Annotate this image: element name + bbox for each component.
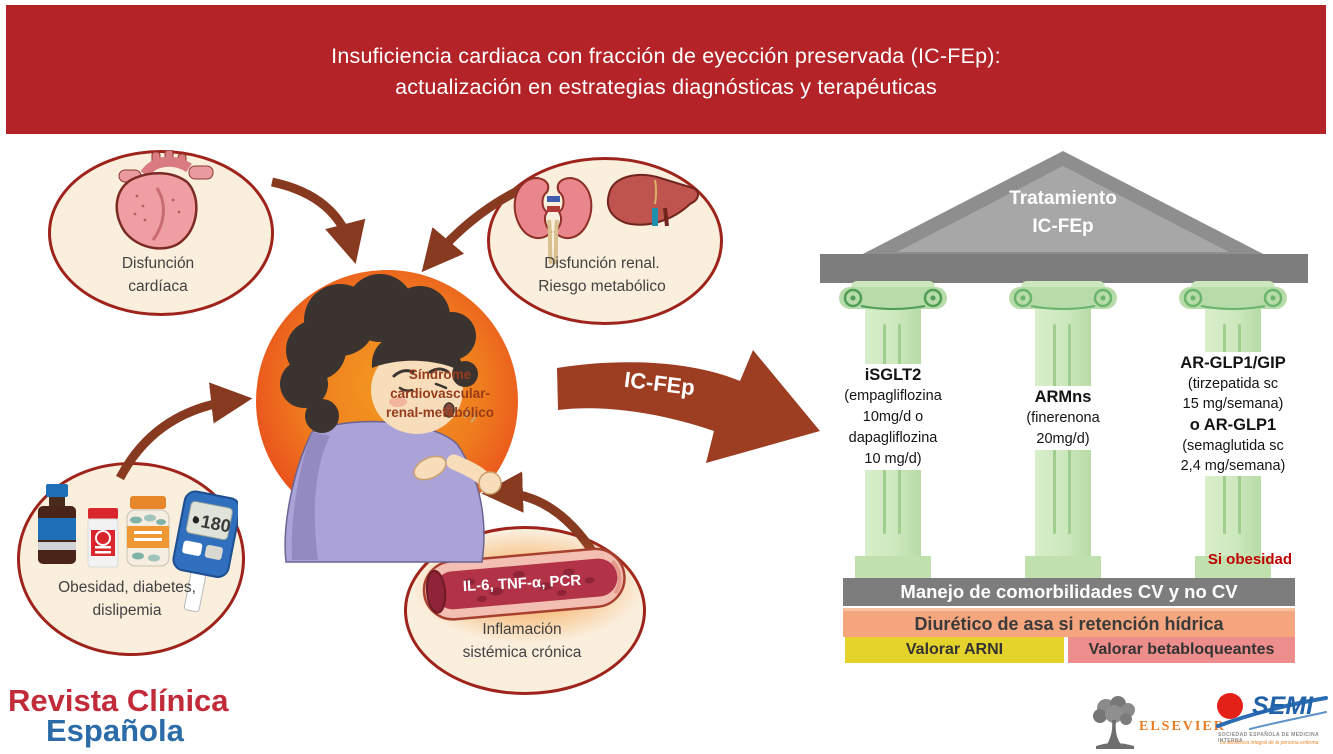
inflammation-label-line1: Inflamación	[482, 621, 562, 638]
column-plinth	[1195, 556, 1271, 578]
pillar-armns-line1: (finerenona	[1026, 410, 1100, 426]
column-capital-icon	[1179, 281, 1287, 310]
icfep-arrow-label: IC-FEp	[622, 366, 697, 401]
pillar-armns: ARMns (finerenona 20mg/d)	[994, 386, 1132, 450]
renal-label: Disfunción renal. Riesgo metabólico	[507, 252, 697, 298]
pillar-arglp1: AR-GLP1/GIP (tirzepatida sc 15 mg/semana…	[1156, 352, 1310, 476]
pillar-isglt2-line2: 10mg/d o	[862, 409, 924, 425]
inflammation-label: Inflamación sistémica crónica	[424, 618, 620, 664]
pillar-arglp1-name2: o AR-GLP1	[1189, 416, 1277, 434]
pillar-armns-line2: 20mg/d)	[1036, 431, 1090, 447]
pediment-title-line1: Tratamiento	[1009, 188, 1117, 209]
glucometer-icon: 180	[172, 490, 238, 613]
semi-logo-text: SEMI	[1252, 692, 1314, 720]
journal-logo-line1: Revista Clínica	[8, 683, 229, 718]
patient-illustration	[280, 274, 502, 563]
architrave-beam	[820, 254, 1308, 283]
bar-diuretic: Diurético de asa si retención hídrica	[843, 608, 1295, 637]
pillar-arglp1-line1: (tirzepatida sc	[1187, 376, 1279, 392]
pillar-isglt2-name: iSGLT2	[864, 366, 922, 384]
syndrome-label-line2: cardiovascular-	[390, 386, 490, 401]
pill-canister	[87, 508, 119, 568]
page-title: Insuficiencia cardiaca con fracción de e…	[6, 41, 1326, 103]
column-plinth	[1025, 556, 1101, 578]
title-line-2: actualización en estrategias diagnóstica…	[395, 75, 937, 99]
elsevier-tree-icon	[1093, 696, 1135, 749]
journal-logo-line2: Española	[46, 713, 184, 748]
metabolic-label: Obesidad, diabetes, dislipemia	[27, 576, 227, 622]
pillar-armns-name: ARMns	[1034, 388, 1092, 406]
metabolic-label-line1: Obesidad, diabetes,	[58, 579, 196, 596]
pediment-title-line2: IC-FEp	[1032, 216, 1094, 237]
syndrome-label: Síndrome cardiovascular- renal-metabólic…	[378, 365, 502, 422]
pillar-arglp1-line4: 2,4 mg/semana)	[1180, 458, 1286, 474]
semi-logo-icon	[1216, 693, 1328, 730]
title-line-1: Insuficiencia cardiaca con fracción de e…	[331, 44, 1001, 68]
cardiac-label: Disfunción cardíaca	[68, 252, 248, 298]
renal-label-line1: Disfunción renal.	[544, 255, 660, 272]
bar-betablockers: Valorar betabloqueantes	[1068, 637, 1295, 663]
pillar-isglt2-line4: 10 mg/d)	[864, 451, 922, 467]
obesity-note: Si obesidad	[1207, 551, 1292, 568]
arrow-cardiac-to-center	[271, 177, 366, 265]
inflammation-label-line2: sistémica crónica	[462, 644, 582, 661]
syndrome-label-line3: renal-metabólico	[385, 405, 495, 420]
cardiac-label-line2: cardíaca	[128, 278, 188, 295]
column-capital-icon	[1009, 281, 1117, 310]
pillar-isglt2-line3: dapagliflozina	[848, 430, 938, 446]
pillar-arglp1-name: AR-GLP1/GIP	[1180, 354, 1286, 372]
journal-logo: Revista Clínica Española	[8, 683, 229, 748]
pillar-isglt2-line1: (empagliflozina	[844, 388, 942, 404]
pillar-arglp1-line2: 15 mg/semana)	[1182, 396, 1284, 412]
syndrome-label-line1: Síndrome	[408, 367, 472, 382]
heart-icon	[115, 150, 214, 250]
cardiac-label-line1: Disfunción	[121, 255, 195, 272]
pillar-isglt2: iSGLT2 (empagliflozina 10mg/d o dapaglif…	[824, 364, 962, 470]
pediment	[855, 151, 1271, 258]
column-plinth	[855, 556, 931, 578]
medications-icon: 180	[38, 484, 238, 613]
bar-comorbidities: Manejo de comorbilidades CV y no CV	[843, 578, 1295, 606]
icfep-main-arrow	[557, 350, 820, 463]
metabolic-label-line2: dislipemia	[92, 602, 162, 619]
pillar-arglp1-line3: (semaglutida sc	[1182, 438, 1284, 454]
title-banner: Insuficiencia cardiaca con fracción de e…	[6, 5, 1326, 134]
column-capital-icon	[839, 281, 947, 310]
blood-vessel-icon	[422, 547, 626, 621]
semi-tagline: La asistencia integral de la persona enf…	[1220, 740, 1319, 746]
renal-label-line2: Riesgo metabólico	[538, 278, 666, 295]
pill-jar	[126, 496, 170, 567]
semi-subtitle: SOCIEDAD ESPAÑOLA DE MEDICINA INTERNA	[1218, 732, 1319, 744]
elsevier-logo: ELSEVIER	[1139, 719, 1226, 734]
bar-arni: Valorar ARNI	[845, 637, 1064, 663]
